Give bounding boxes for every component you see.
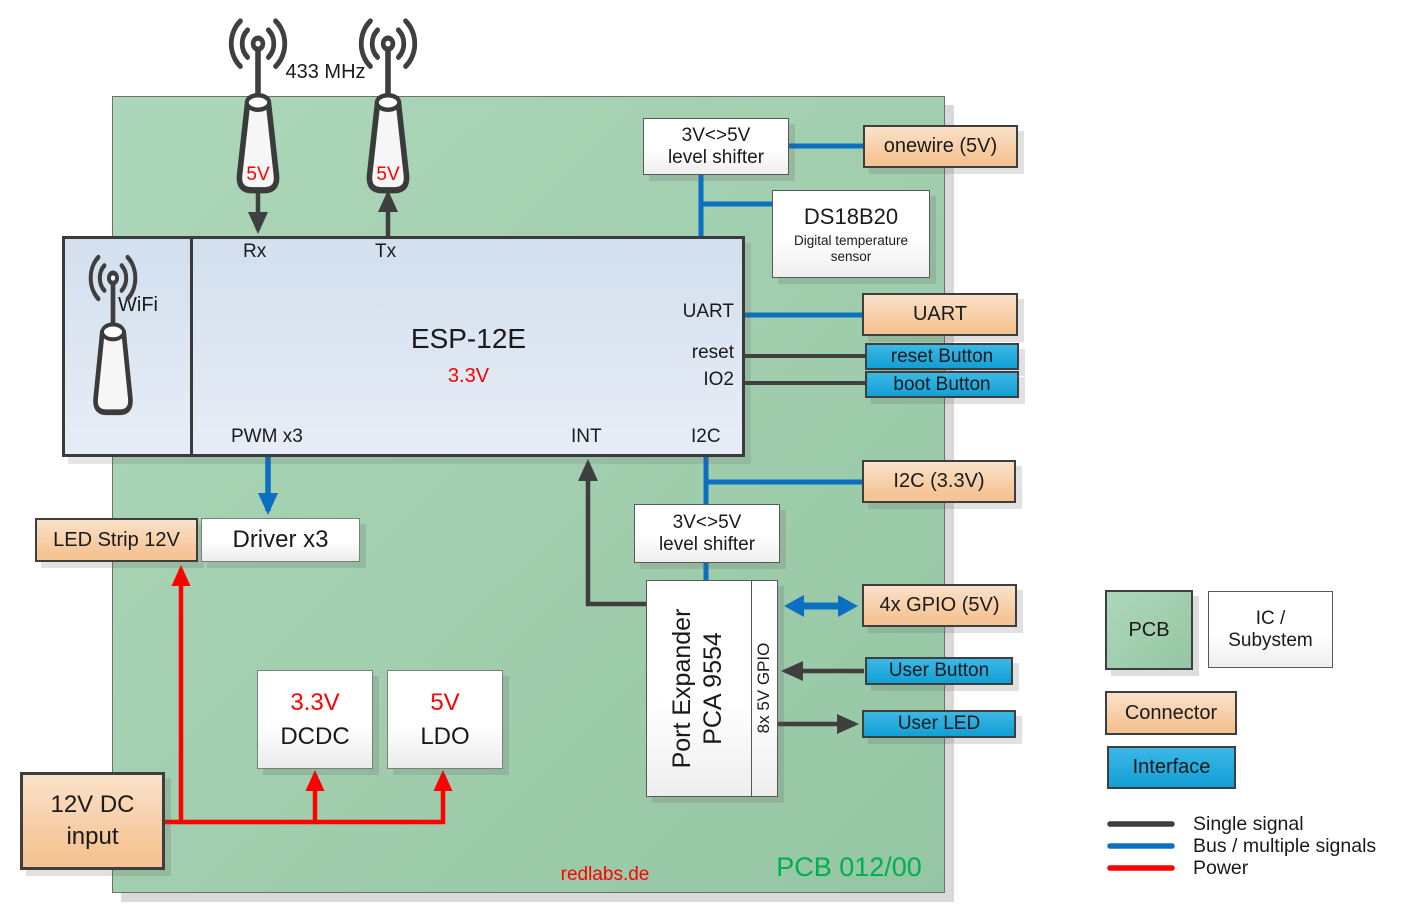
- esp-pin-rx: Rx: [243, 241, 267, 262]
- port-expander-title: Port Expander PCA 9554: [647, 581, 748, 796]
- tx-antenna-icon: 5V: [340, 12, 436, 202]
- power-input-line2: input: [66, 823, 119, 850]
- ds18b20-title: DS18B20: [803, 203, 899, 229]
- esp-pin-reset: reset: [691, 342, 734, 363]
- reset-button: reset Button: [865, 343, 1019, 370]
- frequency-label: 433 MHz: [285, 61, 366, 83]
- gpio-connector-label: 4x GPIO (5V): [879, 594, 1000, 616]
- esp-pin-tx: Tx: [375, 241, 397, 262]
- rx-antenna-icon: 5V: [210, 12, 306, 202]
- esp-pin-uart: UART: [682, 301, 734, 322]
- level-shifter-top-line1: 3V<>5V: [681, 124, 751, 146]
- dcdc-label: DCDC: [280, 722, 350, 750]
- onewire-label: onewire (5V): [883, 135, 998, 157]
- legend-bus-label: Bus / multiple signals: [1193, 835, 1377, 857]
- driver-block: Driver x3: [201, 518, 360, 562]
- legend-connector-swatch: Connector: [1105, 691, 1237, 735]
- board-id-label: PCB 012/00: [776, 852, 922, 882]
- user-button: User Button: [865, 657, 1013, 685]
- port-expander-name: Port Expander: [667, 608, 696, 769]
- port-expander-gpio-column: 8x 5V GPIO: [751, 581, 777, 796]
- esp-pin-i2c: I2C: [691, 426, 721, 447]
- legend-pcb-label: PCB: [1128, 618, 1170, 641]
- ds18b20-block: DS18B20 Digital temperature sensor: [772, 190, 930, 278]
- level-shifter-top-line2: level shifter: [667, 146, 765, 168]
- legend-interface-swatch: Interface: [1107, 746, 1236, 789]
- ldo-block: 5V LDO: [387, 670, 503, 769]
- user-led: User LED: [862, 710, 1016, 738]
- wifi-antenna-icon: [73, 249, 153, 423]
- tx-antenna-voltage: 5V: [376, 164, 400, 185]
- legend-ic-line2: Subystem: [1228, 629, 1313, 651]
- led-strip-connector: LED Strip 12V: [35, 518, 198, 562]
- user-button-label: User Button: [888, 660, 990, 682]
- level-shifter-mid-line2: level shifter: [658, 533, 756, 555]
- legend-interface-label: Interface: [1132, 756, 1211, 778]
- port-expander-part: PCA 9554: [698, 632, 727, 745]
- ldo-label: LDO: [420, 722, 470, 750]
- uart-connector: UART: [862, 293, 1018, 336]
- legend-connector-label: Connector: [1124, 701, 1218, 724]
- i2c-connector-label: I2C (3.3V): [893, 470, 985, 492]
- rx-antenna-voltage: 5V: [246, 164, 270, 185]
- esp-pin-pwm: PWM x3: [231, 426, 303, 447]
- port-expander-gpio-label: 8x 5V GPIO: [754, 642, 773, 734]
- esp-pin-int: INT: [571, 426, 602, 447]
- level-shifter-mid: 3V<>5V level shifter: [634, 504, 780, 563]
- legend-pcb-swatch: PCB: [1105, 590, 1193, 670]
- port-expander-block: Port Expander PCA 9554 8x 5V GPIO: [646, 580, 778, 797]
- esp12e-block: WiFi Rx Tx UART reset IO2 PWM x3 INT I2C…: [62, 236, 745, 457]
- site-label: redlabs.de: [560, 864, 650, 885]
- gpio-connector: 4x GPIO (5V): [862, 584, 1017, 627]
- dcdc-block: 3.3V DCDC: [257, 670, 373, 769]
- i2c-connector: I2C (3.3V): [862, 460, 1016, 503]
- ldo-voltage: 5V: [430, 688, 460, 716]
- wifi-section: WiFi: [65, 239, 193, 454]
- esp-voltage: 3.3V: [447, 365, 490, 387]
- esp-title: ESP-12E: [410, 323, 527, 354]
- legend-ic-line1: IC /: [1255, 607, 1286, 629]
- led-strip-label: LED Strip 12V: [53, 528, 180, 551]
- dcdc-voltage: 3.3V: [290, 688, 340, 716]
- level-shifter-mid-line1: 3V<>5V: [672, 511, 742, 533]
- legend-single-signal-label: Single signal: [1193, 813, 1304, 835]
- power-input-line1: 12V DC: [50, 790, 135, 818]
- legend-ic-swatch: IC / Subystem: [1208, 591, 1333, 668]
- level-shifter-top: 3V<>5V level shifter: [643, 118, 789, 175]
- boot-button: boot Button: [865, 371, 1019, 398]
- user-led-label: User LED: [897, 713, 981, 735]
- driver-label: Driver x3: [232, 526, 329, 554]
- reset-button-label: reset Button: [890, 345, 994, 367]
- uart-connector-label: UART: [912, 303, 968, 325]
- esp-pin-io2: IO2: [703, 369, 734, 390]
- power-input-connector: 12V DC input: [20, 772, 165, 870]
- legend-power-label: Power: [1193, 857, 1249, 879]
- onewire-connector: onewire (5V): [863, 125, 1018, 168]
- boot-button-label: boot Button: [893, 373, 991, 395]
- ds18b20-subtitle: Digital temperature sensor: [793, 233, 909, 264]
